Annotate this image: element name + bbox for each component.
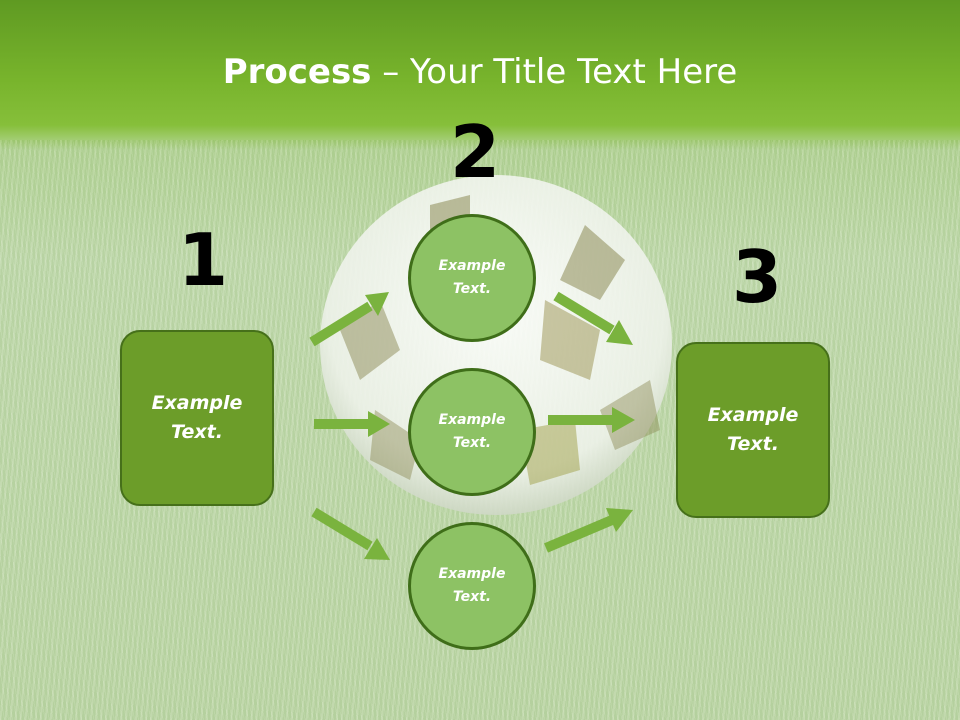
step-2-circle-middle[interactable]: Example Text.	[408, 368, 536, 496]
circle-bottom-line2: Text.	[452, 589, 492, 605]
arrow-1-to-top	[309, 301, 373, 347]
step-3-line1: Example	[707, 404, 799, 426]
arrow-1-to-top-head	[365, 292, 389, 316]
step-number-3: 3	[732, 235, 783, 319]
arrow-top-to-3-head	[606, 320, 633, 345]
circle-bottom-line1: Example	[438, 566, 506, 582]
step-1-line1: Example	[151, 392, 243, 414]
arrow-1-to-bottom	[311, 507, 373, 551]
arrow-1-to-mid-head	[368, 411, 390, 437]
circle-top-line2: Text.	[452, 281, 492, 297]
step-3-box[interactable]: Example Text.	[676, 342, 830, 518]
circle-middle-line1: Example	[438, 412, 506, 428]
step-number-2: 2	[450, 110, 501, 194]
title-rest: – Your Title Text Here	[371, 52, 738, 92]
arrow-bottom-to-3-head	[606, 508, 633, 532]
step-1-line2: Text.	[171, 421, 223, 443]
circle-middle-line2: Text.	[452, 435, 492, 451]
step-3-line2: Text.	[727, 433, 779, 455]
arrow-1-to-bottom-head	[364, 538, 390, 560]
step-number-1: 1	[178, 218, 229, 302]
step-2-circle-bottom[interactable]: Example Text.	[408, 522, 536, 650]
step-1-box[interactable]: Example Text.	[120, 330, 274, 506]
title-bold: Process	[222, 52, 372, 92]
arrow-bottom-to-3	[544, 515, 614, 553]
slide-title: Process – Your Title Text Here	[0, 52, 960, 92]
circle-top-line1: Example	[438, 258, 506, 274]
arrow-top-to-3	[553, 291, 615, 335]
step-2-circle-top[interactable]: Example Text.	[408, 214, 536, 342]
arrow-mid-to-3-head	[612, 407, 635, 433]
